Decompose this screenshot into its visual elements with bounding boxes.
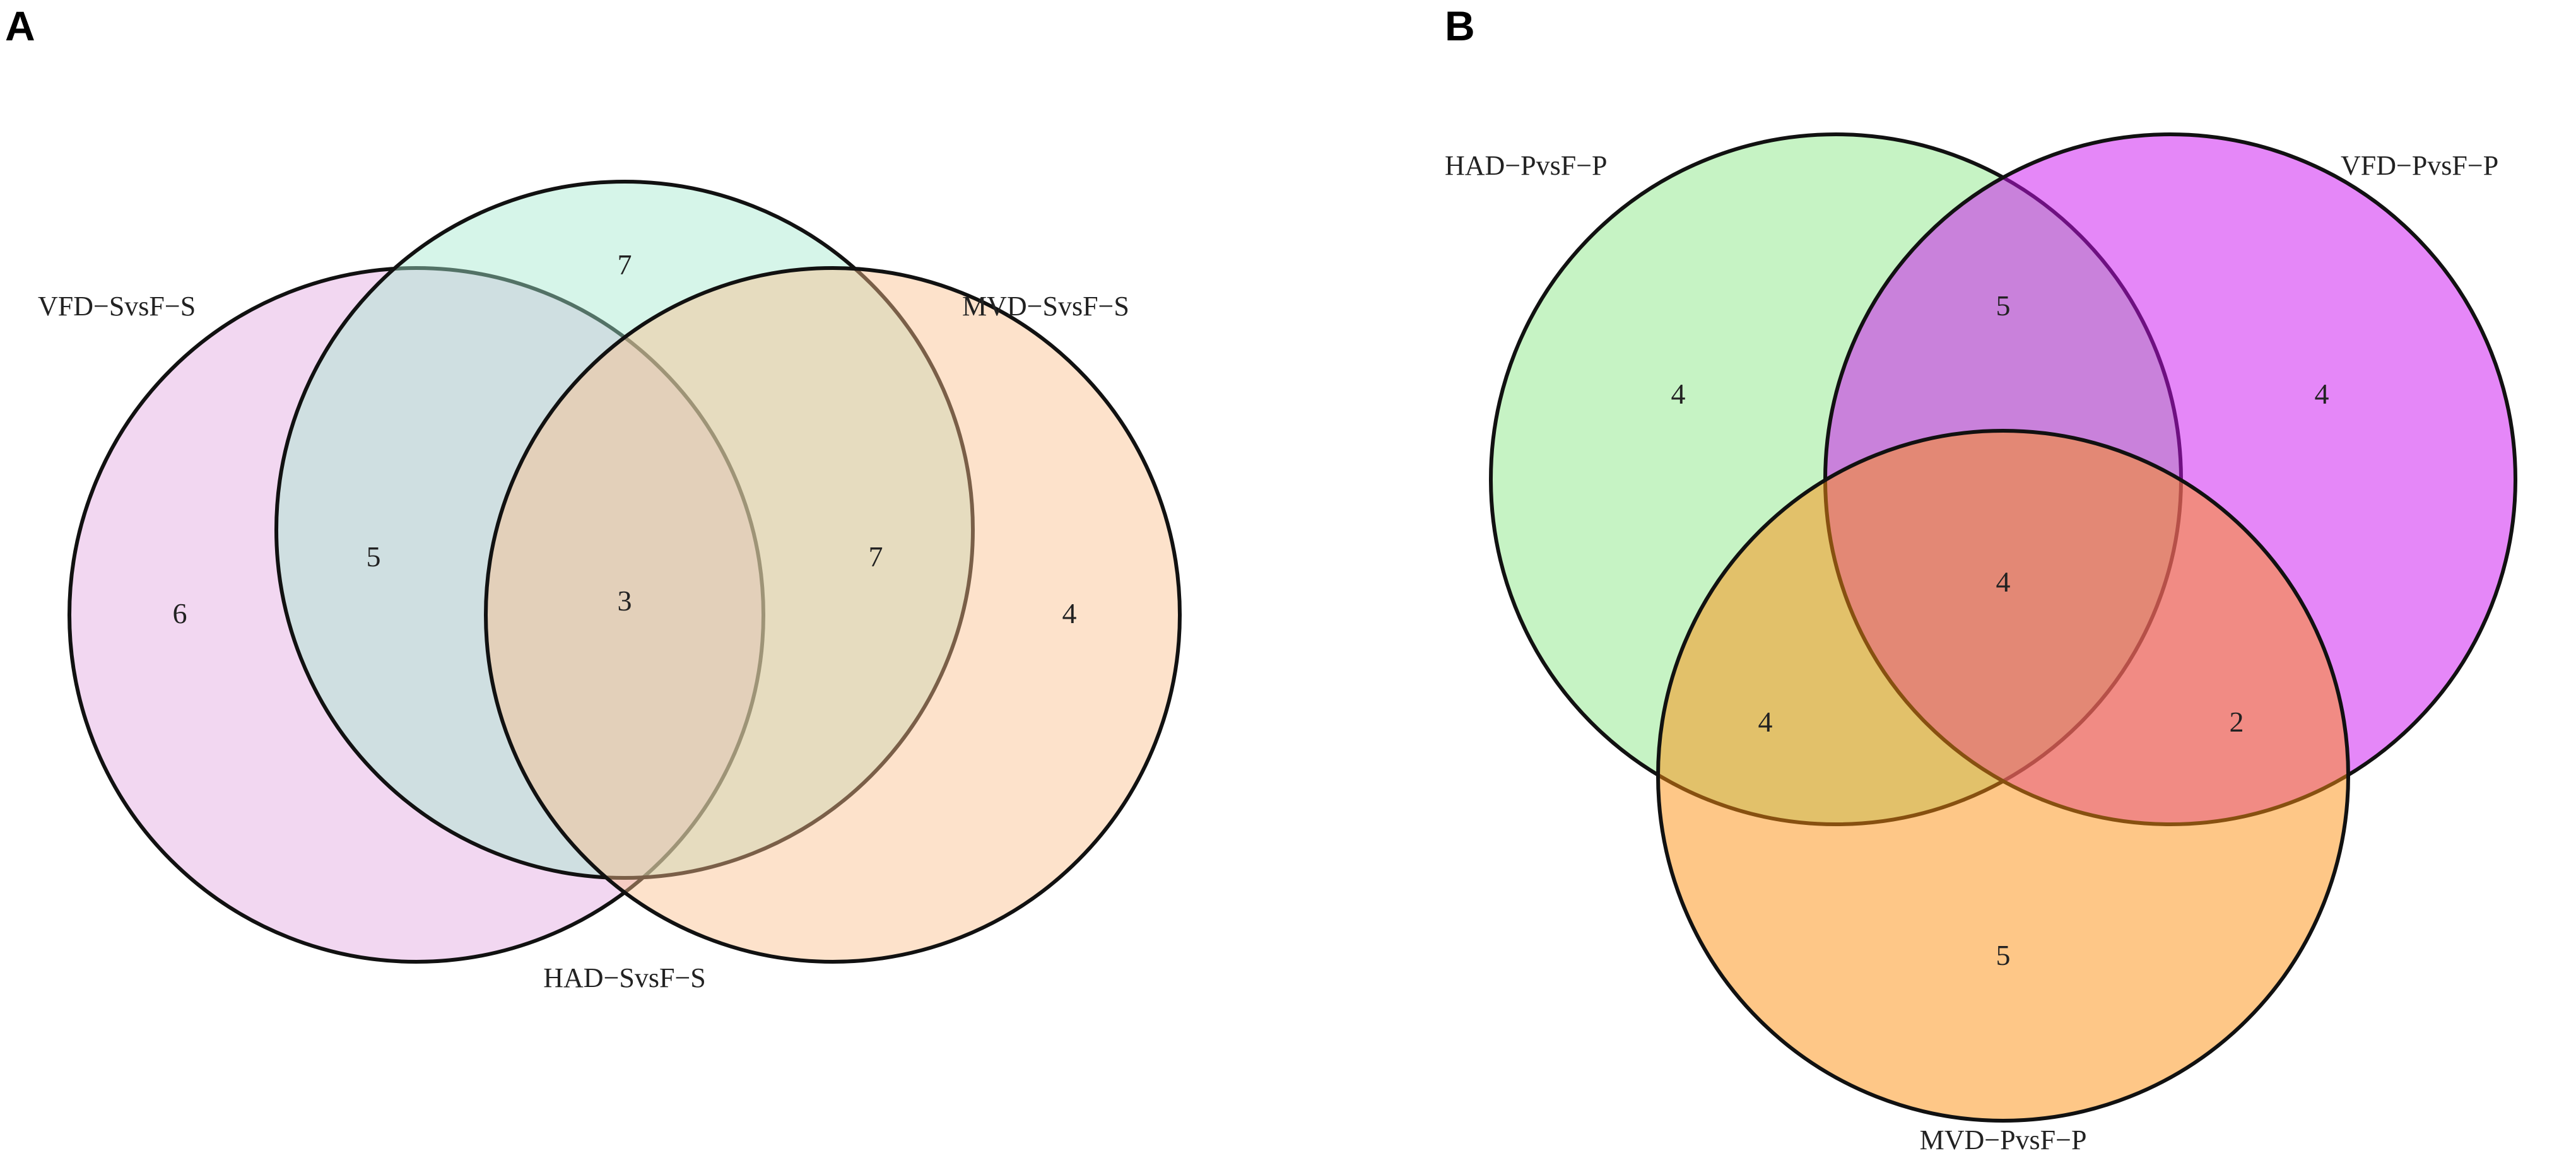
panel-b: B HAD−PvsF−P VFD−PvsF−P MVD−PvsF−P 4 4 5…	[1445, 3, 2517, 1155]
venn-b-count-had-only: 4	[1671, 378, 1686, 410]
panel-a-letter: A	[5, 3, 35, 49]
venn-b-mvd-circle	[1656, 429, 2350, 1123]
venn-b-vfd-label: VFD−PvsF−P	[2341, 150, 2498, 181]
venn-a-count-vfd-had: 5	[367, 540, 381, 573]
venn-b-mvd-label: MVD−PvsF−P	[1920, 1124, 2087, 1155]
venn-a-count-all-three: 3	[618, 585, 632, 617]
venn-b-count-had-mvd: 4	[1758, 706, 1773, 738]
venn-b-count-all-three: 4	[1996, 566, 2011, 598]
venn-a-vfd-circle	[68, 266, 765, 964]
venn-a-vfd-label: VFD−SvsF−S	[38, 291, 196, 322]
venn-a-had-label: HAD−SvsF−S	[543, 962, 706, 993]
venn-b-count-had-vfd: 5	[1996, 289, 2011, 322]
panel-a: A VFD−SvsF−S HAD−SvsF−S MVD−SvsF−S 6 7 4…	[5, 3, 1182, 993]
venn-a-count-vfd-only: 6	[173, 597, 187, 629]
venn-a-mvd-circle	[484, 266, 1182, 964]
panel-b-letter: B	[1445, 3, 1475, 49]
venn-a-count-had-only: 7	[618, 248, 632, 281]
venn-b-had-label: HAD−PvsF−P	[1445, 150, 1608, 181]
venn-b-count-vfd-mvd: 2	[2230, 706, 2244, 738]
venn-b-count-mvd-only: 5	[1996, 939, 2011, 971]
venn-a-had-circle	[274, 180, 975, 880]
venn-a-count-mvd-only: 4	[1062, 597, 1077, 629]
venn-a-count-had-mvd: 7	[869, 540, 883, 573]
venn-a-mvd-label: MVD−SvsF−S	[962, 291, 1129, 322]
venn-b-count-vfd-only: 4	[2315, 378, 2329, 410]
